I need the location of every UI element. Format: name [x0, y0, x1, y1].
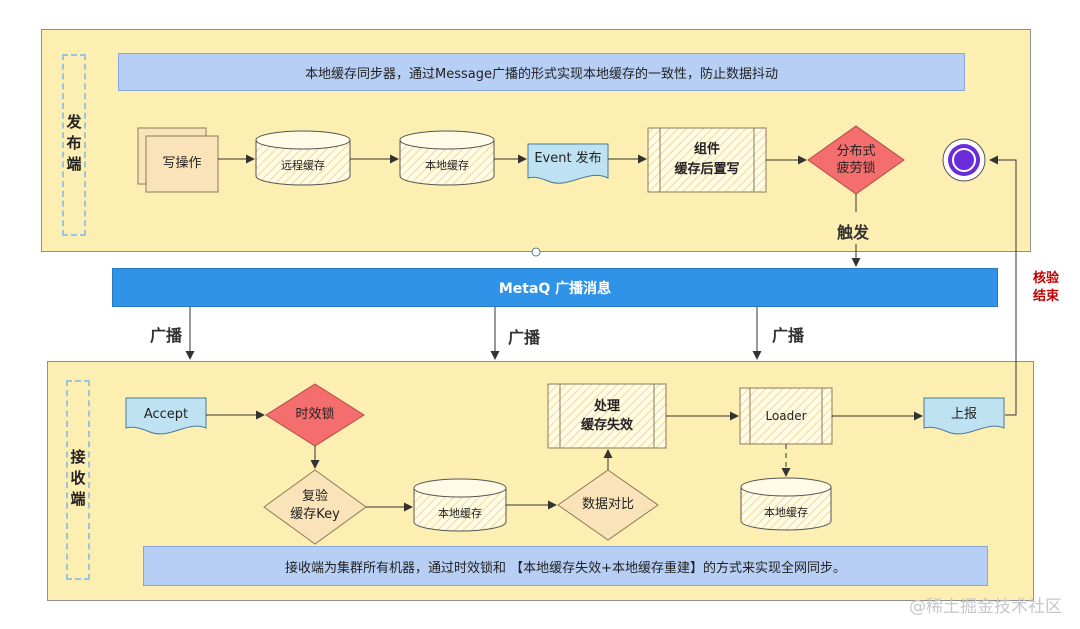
- accept-node: [125, 397, 207, 435]
- verify-end-label: 核验 结束: [1026, 270, 1066, 306]
- time-lock-label: 时效锁: [295, 407, 335, 422]
- remote-cache-label: 远程缓存: [281, 159, 325, 172]
- data-compare-label: 数据对比: [581, 497, 634, 512]
- component-label-line2: 缓存后置写: [674, 162, 740, 177]
- broadcast-label-1: 广播: [150, 326, 183, 345]
- watermark: @稀土掘金技术社区: [909, 597, 1062, 617]
- recheck-key-node: [263, 469, 367, 545]
- broadcast-label-3: 广播: [772, 326, 805, 345]
- receiver-local-cache-label: 本地缓存: [438, 507, 482, 520]
- verify-end-line2: 结束: [1032, 289, 1059, 304]
- event-publish-label: Event 发布: [534, 151, 602, 166]
- remote-cache-node: [255, 130, 351, 186]
- publisher-local-cache-node: [399, 130, 495, 186]
- distributed-lock-node: [807, 125, 905, 195]
- broadcast-label-2: 广播: [508, 328, 541, 347]
- metaq-broadcast-bar: MetaQ 广播消息: [112, 268, 998, 307]
- receiver-local-cache-node: [413, 478, 507, 532]
- accept-label: Accept: [143, 407, 189, 422]
- component-label-line1: 组件: [693, 142, 720, 157]
- receiver-side-label: 接收端: [66, 380, 90, 580]
- distributed-lock-label-line1: 分布式: [836, 144, 876, 159]
- distributed-lock-label-line2: 疲劳锁: [836, 161, 876, 176]
- process-invalidate-node: [547, 383, 667, 449]
- receiver-banner: 接收端为集群所有机器，通过时效锁和 【本地缓存失效+本地缓存重建】的方式来实现全…: [143, 546, 988, 586]
- loader-local-cache-label: 本地缓存: [764, 506, 808, 519]
- process-label-line1: 处理: [593, 399, 620, 414]
- trigger-label: 触发: [837, 223, 870, 242]
- recheck-key-label-line1: 复验: [301, 489, 328, 504]
- process-label-line2: 缓存失效: [580, 418, 633, 433]
- report-label: 上报: [950, 407, 977, 422]
- loader-local-cache-node: [740, 477, 832, 531]
- loader-label: Loader: [765, 409, 807, 423]
- write-operation-node: [137, 127, 219, 193]
- report-node: [923, 397, 1005, 435]
- publisher-local-cache-label: 本地缓存: [425, 159, 469, 172]
- component-node: [647, 127, 767, 193]
- write-operation-label: 写操作: [162, 156, 202, 171]
- end-circle-icon: [942, 138, 986, 182]
- data-compare-node: [557, 469, 659, 541]
- recheck-key-label-line2: 缓存Key: [290, 507, 340, 522]
- event-publish-node: [527, 143, 609, 184]
- verify-end-line1: 核验: [1032, 271, 1059, 286]
- publisher-banner: 本地缓存同步器，通过Message广播的形式实现本地缓存的一致性，防止数据抖动: [118, 53, 965, 91]
- publisher-side-label: 发布端: [62, 54, 86, 236]
